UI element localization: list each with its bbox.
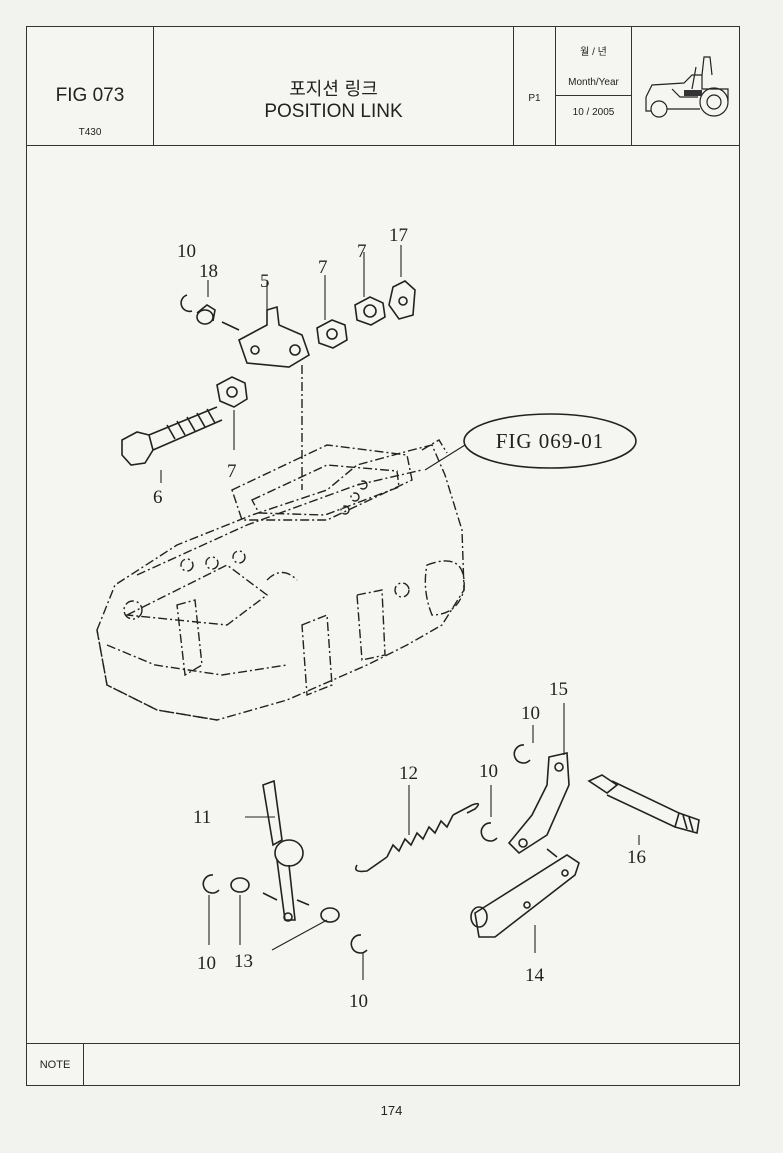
- reference-callout: FIG 069-01: [424, 413, 637, 471]
- clip-part-10-left: [202, 874, 220, 894]
- note-row: NOTE: [27, 1043, 739, 1086]
- shaft-part-16: [587, 774, 700, 835]
- callout-16: 16: [627, 847, 646, 868]
- block-part-17: [388, 280, 416, 320]
- callout-10: 10: [197, 953, 216, 974]
- page-number: 174: [380, 1103, 403, 1118]
- page-label: P1: [528, 93, 541, 104]
- title-english: POSITION LINK: [264, 101, 403, 122]
- callout-numbers: 10 18 5 7 7 17 7 6 15 10 12 10 11 16 10 …: [153, 225, 646, 1012]
- model-code: T430: [78, 127, 102, 138]
- callout-6: 6: [153, 487, 163, 508]
- clip-part-10-middle: [480, 822, 498, 842]
- callout-18: 18: [199, 261, 218, 282]
- lever-part-11: [262, 779, 310, 922]
- pin-part-18: [196, 304, 216, 325]
- date-label-english: Month/Year: [556, 65, 631, 96]
- callout-5: 5: [260, 271, 270, 292]
- leader-lines: [160, 245, 640, 980]
- bolt-part-6: [121, 406, 223, 466]
- tractor-thumbnail: [632, 27, 739, 145]
- reference-figure-label: FIG 069-01: [496, 429, 605, 453]
- clip-part-10-right: [350, 934, 368, 954]
- callout-12: 12: [399, 763, 418, 784]
- title-korean: 포지션 링크: [289, 79, 378, 100]
- spring-part-12: [354, 802, 480, 873]
- callout-15: 15: [549, 679, 568, 700]
- callout-10: 10: [349, 991, 368, 1012]
- callout-13: 13: [234, 951, 253, 972]
- header-block: FIG 073 T430 포지션 링크 POSITION LINK P1 월 /…: [27, 27, 739, 146]
- figure-cell: FIG 073 T430: [27, 27, 154, 145]
- callout-7: 7: [318, 257, 328, 278]
- tractor-icon: [645, 56, 729, 118]
- bracket-part-5: [221, 305, 310, 368]
- callout-7: 7: [227, 461, 237, 482]
- page-cell: P1: [514, 27, 556, 145]
- clip-part-10-top: [180, 294, 193, 313]
- figure-number: FIG 073: [55, 85, 125, 106]
- hitch-highlight: [684, 90, 702, 96]
- title-cell: 포지션 링크 POSITION LINK: [154, 27, 514, 145]
- clip-part-10-upper-right: [513, 744, 531, 764]
- callout-10: 10: [177, 241, 196, 262]
- exploded-diagram: FIG 069-01: [96, 225, 700, 1012]
- pin-part-13: [230, 877, 340, 923]
- bracket-part-14: [470, 848, 580, 938]
- note-label: NOTE: [27, 1044, 84, 1086]
- nut-part-7-upper: [354, 296, 386, 326]
- date-value: 10 / 2005: [572, 107, 615, 118]
- callout-14: 14: [525, 965, 545, 986]
- transmission-housing: [96, 439, 465, 721]
- date-label-korean: 월 / 년: [580, 47, 607, 58]
- parts-sheet: FIG 073 T430 포지션 링크 POSITION LINK P1 월 /…: [26, 26, 740, 1086]
- callout-10: 10: [521, 703, 540, 724]
- nut-part-7-lower: [216, 376, 248, 408]
- callout-10: 10: [479, 761, 498, 782]
- callout-17: 17: [389, 225, 408, 246]
- callout-7: 7: [357, 241, 367, 262]
- nut-part-7-middle: [316, 319, 348, 349]
- date-cell: 월 / 년 Month/Year 10 / 2005: [556, 27, 632, 145]
- callout-11: 11: [193, 807, 211, 828]
- arm-part-15: [507, 752, 570, 855]
